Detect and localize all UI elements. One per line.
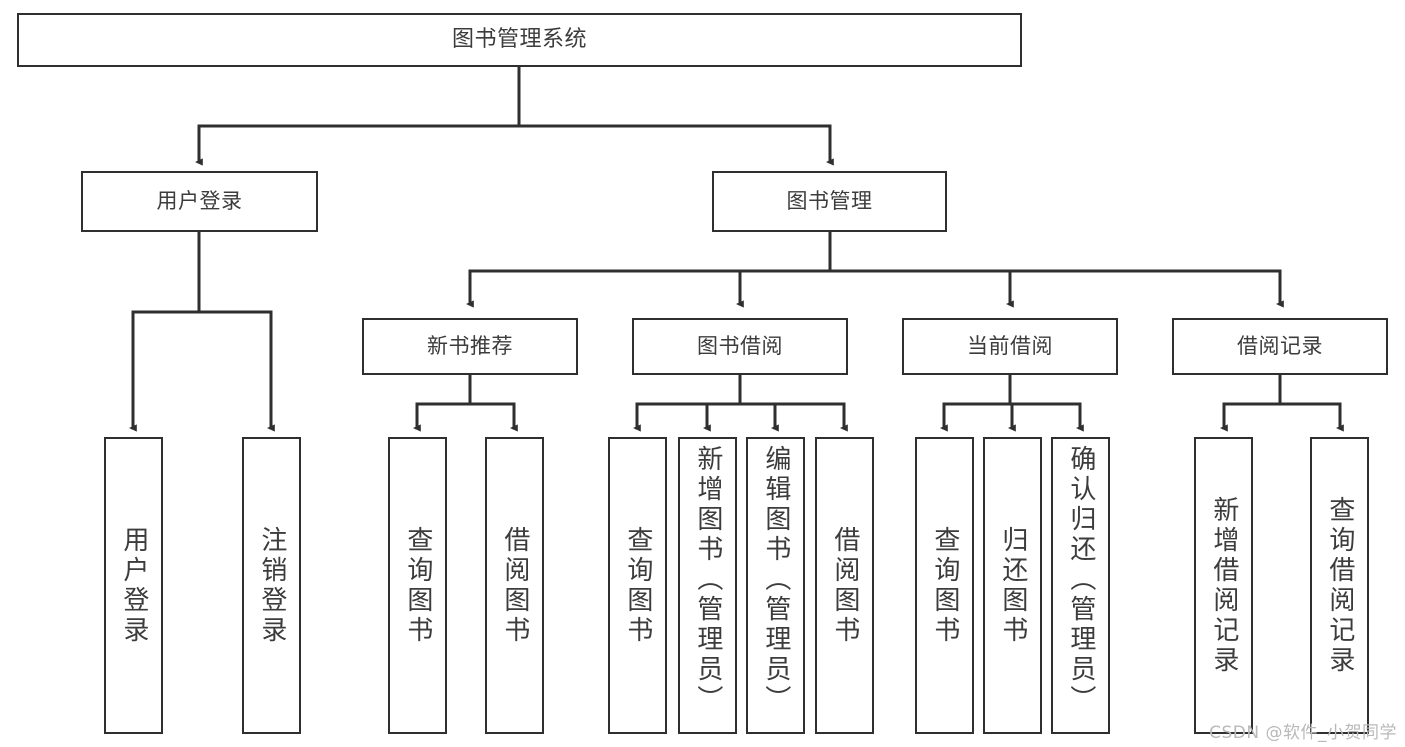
node-label: 当前借阅 — [967, 334, 1053, 358]
leaf-confirm-return-admin[interactable]: 确认归还（管理员） — [1051, 437, 1110, 734]
node-root-book-management-system[interactable]: 图书管理系统 — [17, 13, 1022, 67]
node-label: 新书推荐 — [427, 334, 513, 358]
node-label: 用户登录 — [118, 525, 149, 646]
node-label: 图书管理 — [786, 189, 873, 213]
leaf-query-borrowing-record[interactable]: 查询借阅记录 — [1310, 437, 1369, 734]
leaf-user-login[interactable]: 用户登录 — [104, 437, 163, 734]
node-label: 注销登录 — [256, 525, 287, 646]
leaf-query-books-borrowing[interactable]: 查询图书 — [608, 437, 667, 734]
leaf-edit-book-admin[interactable]: 编辑图书（管理员） — [746, 437, 805, 734]
node-new-book-recommendation[interactable]: 新书推荐 — [362, 318, 578, 375]
node-label: 用户登录 — [156, 189, 243, 213]
leaf-add-borrowing-record[interactable]: 新增借阅记录 — [1194, 437, 1253, 734]
node-book-management[interactable]: 图书管理 — [712, 171, 947, 232]
leaf-query-books-recommendation[interactable]: 查询图书 — [388, 437, 447, 734]
leaf-query-books-current[interactable]: 查询图书 — [915, 437, 974, 734]
node-label: 查询图书 — [402, 525, 433, 646]
node-borrowing-records[interactable]: 借阅记录 — [1172, 318, 1388, 375]
node-label: 新增图书（管理员） — [692, 445, 723, 715]
node-label: 借阅记录 — [1237, 334, 1323, 358]
node-user-login[interactable]: 用户登录 — [81, 171, 318, 232]
node-label: 编辑图书（管理员） — [760, 445, 791, 715]
node-label: 借阅图书 — [499, 525, 530, 646]
node-label: 查询图书 — [622, 525, 653, 646]
leaf-borrow-books[interactable]: 借阅图书 — [815, 437, 874, 734]
leaf-logout[interactable]: 注销登录 — [242, 437, 301, 734]
node-book-borrowing[interactable]: 图书借阅 — [632, 318, 848, 375]
node-label: 图书借阅 — [697, 334, 783, 358]
leaf-add-book-admin[interactable]: 新增图书（管理员） — [678, 437, 737, 734]
leaf-borrow-books-recommendation[interactable]: 借阅图书 — [485, 437, 544, 734]
node-label: 借阅图书 — [829, 525, 860, 646]
node-label: 新增借阅记录 — [1208, 495, 1239, 676]
leaf-return-books[interactable]: 归还图书 — [983, 437, 1042, 734]
node-label: 查询图书 — [929, 525, 960, 646]
watermark-text: CSDN @软件_小贺同学 — [1209, 723, 1397, 743]
node-current-borrowing[interactable]: 当前借阅 — [902, 318, 1118, 375]
node-label: 确认归还（管理员） — [1065, 445, 1096, 715]
node-label: 查询借阅记录 — [1324, 495, 1355, 676]
node-label: 图书管理系统 — [451, 27, 587, 52]
node-label: 归还图书 — [997, 525, 1028, 646]
